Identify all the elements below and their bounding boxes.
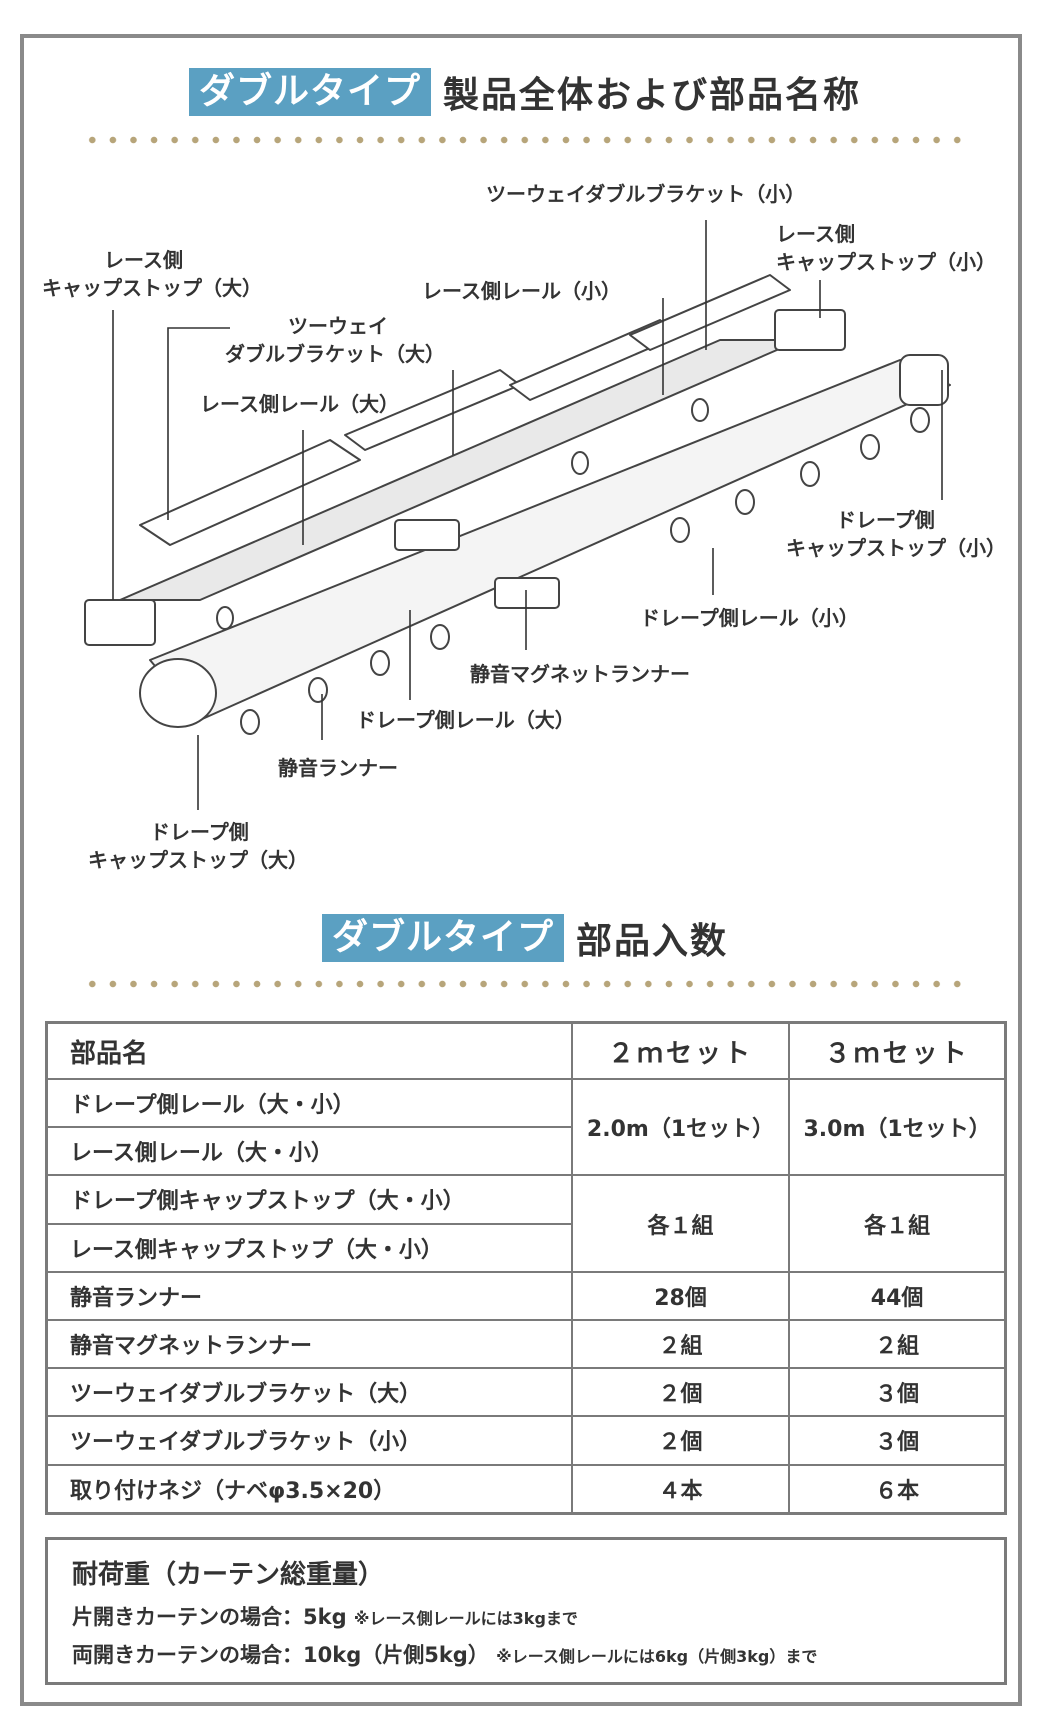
load-single-open-note: ※レース側レールには3kgまで (353, 1609, 578, 1628)
header-2m-set: ２ｍセット (570, 1021, 791, 1080)
table-row: レース側キャップストップ（大・小） (45, 1222, 1006, 1273)
part-name: 静音ランナー (45, 1270, 573, 1321)
header-3m-set: ３ｍセット (788, 1021, 1007, 1080)
label-quiet-runner: 静音ランナー (278, 756, 398, 780)
table-row: ドレープ側キャップストップ（大・小） 各１組 各１組 (45, 1174, 1007, 1273)
part-name: レース側レール（大・小） (45, 1126, 573, 1177)
table-row: ツーウェイダブルブラケット（小） ２個 ３個 (45, 1415, 1007, 1466)
load-double-open-note: ※レース側レールには6kg（片側3kg）まで (496, 1647, 818, 1666)
section-title: 部品入数 (576, 921, 729, 962)
label-twoway-bracket-large-line1: ツーウェイ (288, 314, 388, 338)
value-3m: 44個 (788, 1270, 1007, 1321)
label-drape-rail-small: ドレープ側レール（小） (640, 606, 859, 630)
lace-cap-large (84, 599, 156, 646)
dotted-divider (82, 980, 968, 988)
bracket-small-2 (629, 274, 791, 351)
label-lace-cap-large-line1: レース側 (104, 248, 183, 272)
value-3m: 各１組 (788, 1174, 1007, 1273)
table-row: ツーウェイダブルブラケット（大） ２個 ３個 (45, 1367, 1007, 1418)
table-header-row: 部品名 ２ｍセット ３ｍセット (45, 1021, 1007, 1080)
label-lace-cap-large-line2: キャップストップ（大） (42, 276, 262, 300)
label-drape-cap-small-line1: ドレープ側 (836, 508, 935, 532)
part-name: ツーウェイダブルブラケット（大） (45, 1367, 573, 1418)
label-drape-cap-large-line2: キャップストップ（大） (88, 848, 308, 872)
section-heading-parts-count: ダブルタイプ 部品入数 (0, 912, 1050, 964)
dotted-divider (82, 136, 968, 144)
value-3m: 3.0m（1セット） (788, 1077, 1007, 1177)
value-2m: ２組 (570, 1318, 791, 1370)
lace-cap-small (774, 309, 846, 351)
section-heading-parts-names: ダブルタイプ 製品全体および部品名称 (0, 66, 1050, 118)
header-part-name: 部品名 (45, 1021, 573, 1080)
value-2m: ２個 (570, 1415, 791, 1466)
magnet-runner-2 (394, 519, 460, 551)
value-3m: ３個 (788, 1367, 1007, 1418)
label-lace-cap-small-line1: レース側 (776, 222, 855, 246)
value-3m: ３個 (788, 1415, 1007, 1466)
label-lace-rail-large: レース側レール（大） (200, 392, 399, 416)
load-double-open-text: 両開きカーテンの場合：10kg（片側5kg） (72, 1643, 489, 1667)
label-lace-cap-small-line2: キャップストップ（小） (776, 250, 996, 274)
table-row: 静音ランナー 28個 44個 (45, 1270, 1007, 1321)
label-twoway-bracket-small: ツーウェイダブルブラケット（小） (486, 182, 806, 206)
load-capacity-title: 耐荷重（カーテン総重量） (72, 1560, 385, 1590)
section-title: 製品全体および部品名称 (443, 75, 862, 116)
part-name: 取り付けネジ（ナベφ3.5×20） (45, 1463, 573, 1515)
value-2m: 28個 (570, 1270, 791, 1321)
part-name: ドレープ側レール（大・小） (45, 1077, 573, 1129)
value-3m: ６本 (788, 1463, 1007, 1515)
value-3m: ２組 (788, 1318, 1007, 1370)
bracket-large-1 (139, 439, 361, 546)
label-drape-cap-small-line2: キャップストップ（小） (786, 536, 1006, 560)
table-row: レース側レール（大・小） (45, 1126, 1006, 1177)
label-drape-cap-large-line1: ドレープ側 (150, 820, 249, 844)
value-2m: 2.0m（1セット） (570, 1077, 791, 1177)
part-name: ドレープ側キャップストップ（大・小） (45, 1174, 573, 1225)
part-name: 静音マグネットランナー (45, 1318, 573, 1370)
label-magnet-runner: 静音マグネットランナー (470, 662, 690, 686)
label-drape-rail-large: ドレープ側レール（大） (356, 708, 575, 732)
value-2m: ２個 (570, 1367, 791, 1418)
load-single-open: 片開きカーテンの場合：5kg ※レース側レールには3kgまで (72, 1601, 980, 1631)
outer-frame (20, 34, 1022, 1706)
magnet-runner-1 (494, 577, 560, 609)
drape-cap-small (899, 354, 949, 406)
table-row: 静音マグネットランナー ２組 ２組 (45, 1318, 1007, 1370)
drape-cap-large (139, 658, 217, 728)
rail-diagram (84, 220, 951, 810)
label-twoway-bracket-large-line2: ダブルブラケット（大） (225, 342, 445, 366)
label-lace-rail-small: レース側レール（小） (422, 279, 621, 303)
load-capacity-box: 耐荷重（カーテン総重量） 片開きカーテンの場合：5kg ※レース側レールには3k… (45, 1537, 1007, 1685)
table-row: 取り付けネジ（ナベφ3.5×20） ４本 ６本 (45, 1463, 1007, 1515)
load-single-open-text: 片開きカーテンの場合：5kg (72, 1605, 347, 1629)
type-tag: ダブルタイプ (321, 914, 564, 962)
value-2m: 各１組 (570, 1174, 791, 1273)
type-tag: ダブルタイプ (188, 68, 431, 116)
load-double-open: 両開きカーテンの場合：10kg（片側5kg） ※レース側レールには6kg（片側3… (72, 1639, 980, 1669)
value-2m: ４本 (570, 1463, 791, 1515)
part-name: ツーウェイダブルブラケット（小） (45, 1415, 573, 1466)
table-row: ドレープ側レール（大・小） 2.0m（1セット） 3.0m（1セット） (45, 1077, 1007, 1177)
parts-table: 部品名 ２ｍセット ３ｍセット ドレープ側レール（大・小） 2.0m（1セット）… (45, 1021, 1007, 1515)
part-name: レース側キャップストップ（大・小） (45, 1222, 573, 1273)
